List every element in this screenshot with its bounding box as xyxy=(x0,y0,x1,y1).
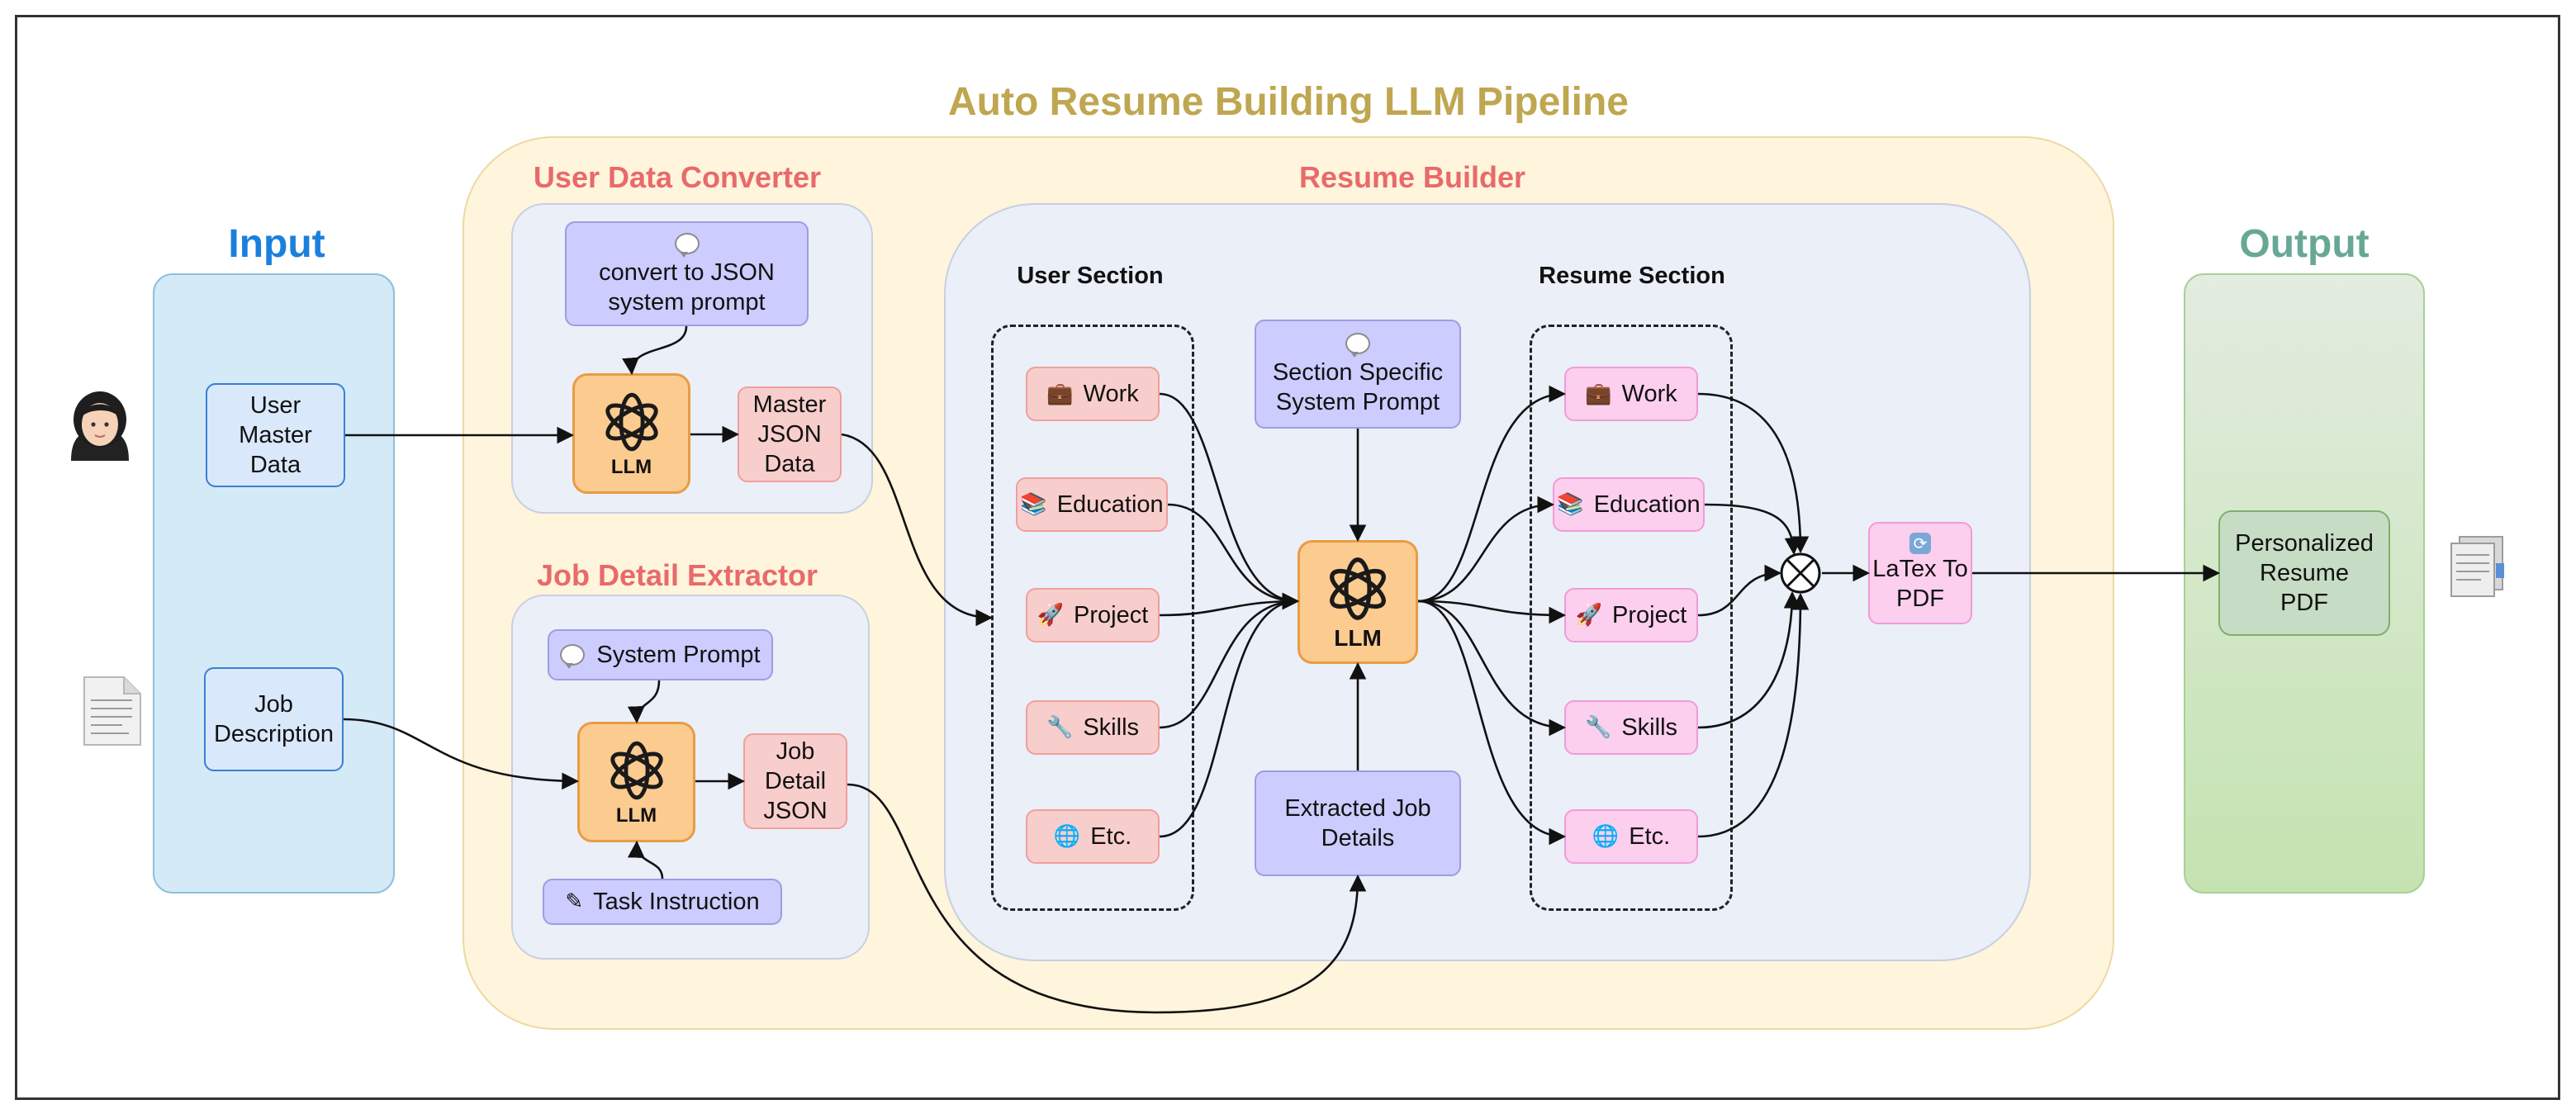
arrow-llm-to-education xyxy=(1417,495,1555,603)
briefcase-icon: 💼 xyxy=(1046,382,1074,406)
item-label: Etc. xyxy=(1629,823,1671,850)
user-section-title: User Section xyxy=(1017,263,1164,289)
section-prompt-node: Section Specific System Prompt xyxy=(1255,320,1461,429)
arrow-skills-to-llm xyxy=(1159,592,1300,729)
globe-icon: 🌐 xyxy=(1592,824,1620,849)
llm-node-converter: LLM xyxy=(572,373,690,494)
books-icon: 📚 xyxy=(1020,492,1047,517)
resume-item-project: 🚀 Project xyxy=(1564,588,1698,642)
item-label: Project xyxy=(1074,602,1149,628)
books-icon: 📚 xyxy=(1557,492,1584,517)
arrow-llm-to-etc xyxy=(1417,600,1567,846)
input-panel xyxy=(153,273,395,894)
arrow-sysprompt-to-llm xyxy=(627,680,661,724)
job-detail-json-node: Job Detail JSON xyxy=(743,733,847,829)
wrench-icon: 🔧 xyxy=(1584,715,1612,740)
item-label: Education xyxy=(1056,491,1164,518)
user-item-project: 🚀 Project xyxy=(1026,588,1160,642)
convert-json-prompt-label: convert to JSON system prompt xyxy=(599,258,775,315)
user-item-skills: 🔧 Skills xyxy=(1026,700,1160,755)
arrow-prompt-to-llm xyxy=(622,325,688,376)
speech-bubble-icon xyxy=(1345,333,1370,358)
arrow-llm-to-project xyxy=(1417,600,1567,624)
user-data-converter-title: User Data Converter xyxy=(533,160,822,194)
item-label: Education xyxy=(1593,491,1701,518)
resume-item-work: 💼 Work xyxy=(1564,367,1698,421)
openai-logo-icon xyxy=(1330,557,1386,620)
arrow-llm-to-skills xyxy=(1417,600,1567,737)
llm-label: LLM xyxy=(610,456,652,478)
document-icon xyxy=(81,676,144,747)
user-item-etc: 🌐 Etc. xyxy=(1026,809,1160,864)
user-avatar-icon xyxy=(64,388,135,464)
resume-section-title: Resume Section xyxy=(1539,263,1725,289)
arrow-jobjson-to-extracted xyxy=(847,783,1367,1014)
arrow-education-to-llm xyxy=(1167,503,1300,610)
resume-section-container xyxy=(1530,325,1733,911)
speech-bubble-icon xyxy=(560,644,586,669)
user-item-work: 💼 Work xyxy=(1026,367,1160,421)
system-prompt-label: System Prompt xyxy=(596,642,761,668)
llm-label: LLM xyxy=(1334,625,1382,651)
task-instruction-node: ✎ Task Instruction xyxy=(543,879,782,925)
arrow-task-to-llm xyxy=(627,840,664,879)
item-label: Work xyxy=(1621,381,1677,407)
briefcase-icon: 💼 xyxy=(1585,382,1612,406)
diagram-title: Auto Resume Building LLM Pipeline xyxy=(947,80,1629,124)
llm-label: LLM xyxy=(615,804,657,827)
arrow-llm-to-work xyxy=(1417,385,1567,603)
task-instruction-label: Task Instruction xyxy=(593,889,760,915)
refresh-icon: ⟳ xyxy=(1909,533,1931,554)
llm-node-extractor: LLM xyxy=(577,722,695,842)
pencil-icon: ✎ xyxy=(565,889,584,914)
wrench-icon: 🔧 xyxy=(1046,715,1074,740)
arrow-etc-to-combine xyxy=(1697,592,1810,838)
rocket-icon: 🚀 xyxy=(1575,603,1603,628)
arrow-work-to-llm xyxy=(1159,392,1300,610)
globe-icon: 🌐 xyxy=(1053,824,1081,849)
arrow-work-to-combine xyxy=(1697,392,1810,554)
openai-logo-icon xyxy=(605,392,658,452)
item-label: Skills xyxy=(1083,714,1140,741)
user-item-education: 📚 Education xyxy=(1016,477,1168,532)
arrow-jobdesc-to-llm xyxy=(343,718,580,790)
openai-logo-icon xyxy=(610,741,663,800)
arrow-masterjson-to-usersection xyxy=(841,433,994,627)
arrow-etc-to-llm xyxy=(1159,592,1300,838)
resume-item-education: 📚 Education xyxy=(1553,477,1705,532)
arrow-project-to-combine xyxy=(1697,564,1782,617)
document-stack-icon xyxy=(2445,535,2509,598)
resume-builder-title: Resume Builder xyxy=(1298,160,1526,194)
speech-bubble-icon xyxy=(674,232,700,258)
job-detail-extractor-title: Job Detail Extractor xyxy=(536,558,818,592)
arrow-education-to-combine xyxy=(1704,503,1802,556)
personalized-resume-node: Personalized Resume PDF xyxy=(2218,510,2390,636)
input-title: Input xyxy=(228,222,325,266)
user-master-data-node: User Master Data xyxy=(206,383,345,487)
latex-to-pdf-label: LaTex To PDF xyxy=(1872,556,1968,612)
rocket-icon: 🚀 xyxy=(1037,603,1065,628)
section-prompt-label: Section Specific System Prompt xyxy=(1272,359,1444,415)
resume-item-etc: 🌐 Etc. xyxy=(1564,809,1698,864)
item-label: Etc. xyxy=(1090,823,1132,850)
master-json-node: Master JSON Data xyxy=(738,386,842,482)
output-title: Output xyxy=(2239,222,2370,266)
item-label: Work xyxy=(1083,381,1139,407)
system-prompt-node: System Prompt xyxy=(548,629,773,680)
arrow-project-to-llm xyxy=(1159,592,1300,617)
convert-json-prompt-node: convert to JSON system prompt xyxy=(565,221,809,326)
arrow-skills-to-combine xyxy=(1697,590,1801,729)
diagram-frame xyxy=(15,15,2560,1100)
extracted-job-details-node: Extracted Job Details xyxy=(1255,770,1461,876)
item-label: Skills xyxy=(1621,714,1678,741)
resume-item-skills: 🔧 Skills xyxy=(1564,700,1698,755)
item-label: Project xyxy=(1612,602,1687,628)
job-description-node: Job Description xyxy=(204,667,344,771)
